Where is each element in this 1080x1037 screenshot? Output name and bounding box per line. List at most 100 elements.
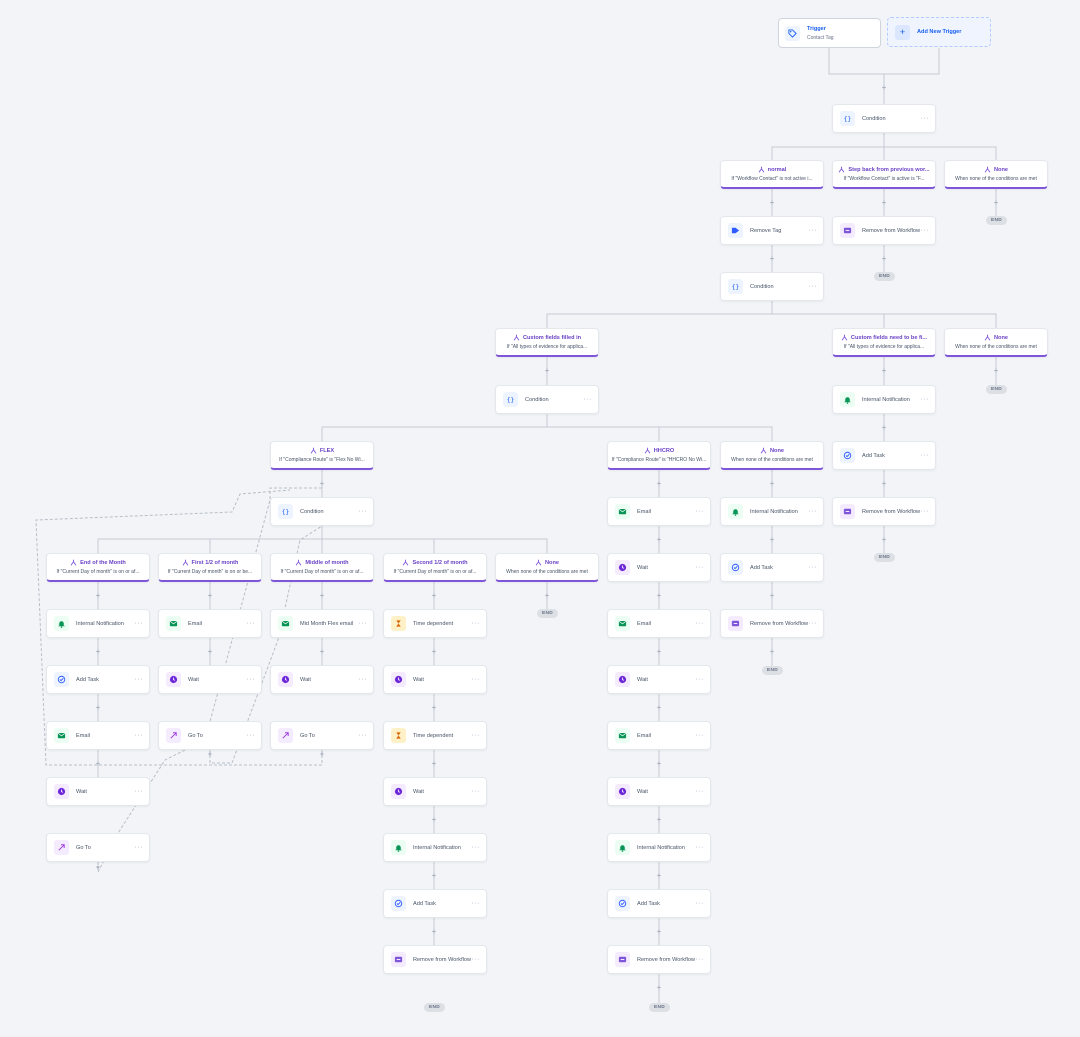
wait-node[interactable]: Wait··· (270, 665, 374, 694)
more-options-icon[interactable]: ··· (695, 508, 704, 515)
more-options-icon[interactable]: ··· (246, 732, 255, 739)
more-options-icon[interactable]: ··· (471, 844, 480, 851)
email-node[interactable]: Email··· (158, 609, 262, 638)
internal-notification-node[interactable]: Internal Notification··· (607, 833, 711, 862)
more-options-icon[interactable]: ··· (695, 676, 704, 683)
more-options-icon[interactable]: ··· (808, 620, 817, 627)
email-node[interactable]: Email··· (607, 497, 711, 526)
add-step-button[interactable]: + (656, 983, 662, 992)
trigger-card[interactable]: Trigger Contact Tag (778, 18, 881, 48)
add-step-button[interactable]: + (769, 591, 775, 600)
add-step-button[interactable]: + (656, 870, 662, 880)
more-options-icon[interactable]: ··· (471, 900, 480, 907)
more-options-icon[interactable]: ··· (358, 620, 367, 627)
remove-from-workflow-node[interactable]: Remove from Workflow··· (383, 945, 487, 974)
add-step-button[interactable]: + (544, 366, 550, 375)
wait-node[interactable]: Wait··· (383, 777, 487, 806)
add-step-button[interactable]: + (656, 702, 662, 712)
remove-from-workflow-node[interactable]: Remove from Workflow··· (832, 497, 936, 526)
add-step-button[interactable]: + (431, 927, 437, 936)
email-node[interactable]: Email··· (46, 721, 150, 750)
more-options-icon[interactable]: ··· (471, 676, 480, 683)
add-step-button[interactable]: + (431, 870, 437, 880)
more-options-icon[interactable]: ··· (808, 227, 817, 234)
add-step-button[interactable]: + (95, 590, 101, 600)
add-step-button[interactable]: + (656, 814, 662, 824)
add-step-button[interactable]: + (881, 254, 887, 263)
branch-cf-need[interactable]: Custom fields need to be fi...If "All ty… (832, 328, 936, 357)
condition-node[interactable]: {}Condition··· (720, 272, 824, 301)
add-step-button[interactable]: + (319, 646, 325, 656)
condition-node[interactable]: {}Condition··· (270, 497, 374, 526)
more-options-icon[interactable]: ··· (583, 396, 592, 403)
add-step-button[interactable]: + (881, 83, 887, 92)
add-step-button[interactable]: + (431, 646, 437, 656)
add-step-button[interactable]: + (431, 590, 437, 600)
remove-from-workflow-node[interactable]: Remove from Workflow··· (832, 216, 936, 245)
more-options-icon[interactable]: ··· (695, 732, 704, 739)
add-task-node[interactable]: Add Task··· (383, 889, 487, 918)
add-step-button[interactable]: + (431, 758, 437, 768)
more-options-icon[interactable]: ··· (134, 620, 143, 627)
more-options-icon[interactable]: ··· (134, 732, 143, 739)
add-step-button[interactable]: + (769, 479, 775, 488)
more-options-icon[interactable]: ··· (471, 956, 480, 963)
more-options-icon[interactable]: ··· (695, 900, 704, 907)
more-options-icon[interactable]: ··· (695, 620, 704, 627)
add-step-button[interactable]: + (881, 423, 887, 432)
internal-notification-node[interactable]: Internal Notification··· (832, 385, 936, 414)
more-options-icon[interactable]: ··· (134, 676, 143, 683)
add-step-button[interactable]: + (207, 646, 213, 656)
condition-node[interactable]: {}Condition··· (832, 104, 936, 133)
add-step-button[interactable]: + (95, 646, 101, 656)
add-step-button[interactable]: + (95, 702, 101, 712)
more-options-icon[interactable]: ··· (920, 508, 929, 515)
more-options-icon[interactable]: ··· (920, 396, 929, 403)
more-options-icon[interactable]: ··· (695, 956, 704, 963)
wait-node[interactable]: Wait··· (46, 777, 150, 806)
add-step-button[interactable]: + (881, 535, 887, 544)
more-options-icon[interactable]: ··· (358, 676, 367, 683)
more-options-icon[interactable]: ··· (134, 844, 143, 851)
email-node[interactable]: Email··· (607, 721, 711, 750)
add-new-trigger-button[interactable]: + Add New Trigger (887, 17, 991, 47)
more-options-icon[interactable]: ··· (246, 620, 255, 627)
more-options-icon[interactable]: ··· (246, 676, 255, 683)
add-step-button[interactable]: + (319, 479, 325, 488)
add-step-button[interactable]: + (656, 646, 662, 656)
add-step-button[interactable]: + (95, 758, 101, 768)
add-step-button[interactable]: + (769, 198, 775, 207)
more-options-icon[interactable]: ··· (471, 788, 480, 795)
more-options-icon[interactable]: ··· (808, 283, 817, 290)
more-options-icon[interactable]: ··· (920, 227, 929, 234)
time-dependent-node[interactable]: Time dependent··· (383, 721, 487, 750)
add-step-button[interactable]: + (993, 366, 999, 375)
remove-from-workflow-node[interactable]: Remove from Workflow··· (607, 945, 711, 974)
add-step-button[interactable]: + (431, 702, 437, 712)
internal-notification-node[interactable]: Internal Notification··· (383, 833, 487, 862)
wait-node[interactable]: Wait··· (158, 665, 262, 694)
add-step-button[interactable]: + (769, 535, 775, 544)
mid-month-email-node[interactable]: Mid Month Flex email··· (270, 609, 374, 638)
time-dependent-node[interactable]: Time dependent··· (383, 609, 487, 638)
add-task-node[interactable]: Add Task··· (46, 665, 150, 694)
remove-from-workflow-node[interactable]: Remove from Workflow··· (720, 609, 824, 638)
add-step-button[interactable]: + (656, 926, 662, 936)
add-step-button[interactable]: + (881, 198, 887, 207)
add-step-button[interactable]: + (319, 590, 325, 600)
more-options-icon[interactable]: ··· (695, 564, 704, 571)
add-task-node[interactable]: Add Task··· (607, 889, 711, 918)
more-options-icon[interactable]: ··· (134, 788, 143, 795)
more-options-icon[interactable]: ··· (695, 844, 704, 851)
internal-notification-node[interactable]: Internal Notification··· (46, 609, 150, 638)
add-step-button[interactable]: + (656, 479, 662, 488)
add-step-button[interactable]: + (431, 814, 437, 824)
